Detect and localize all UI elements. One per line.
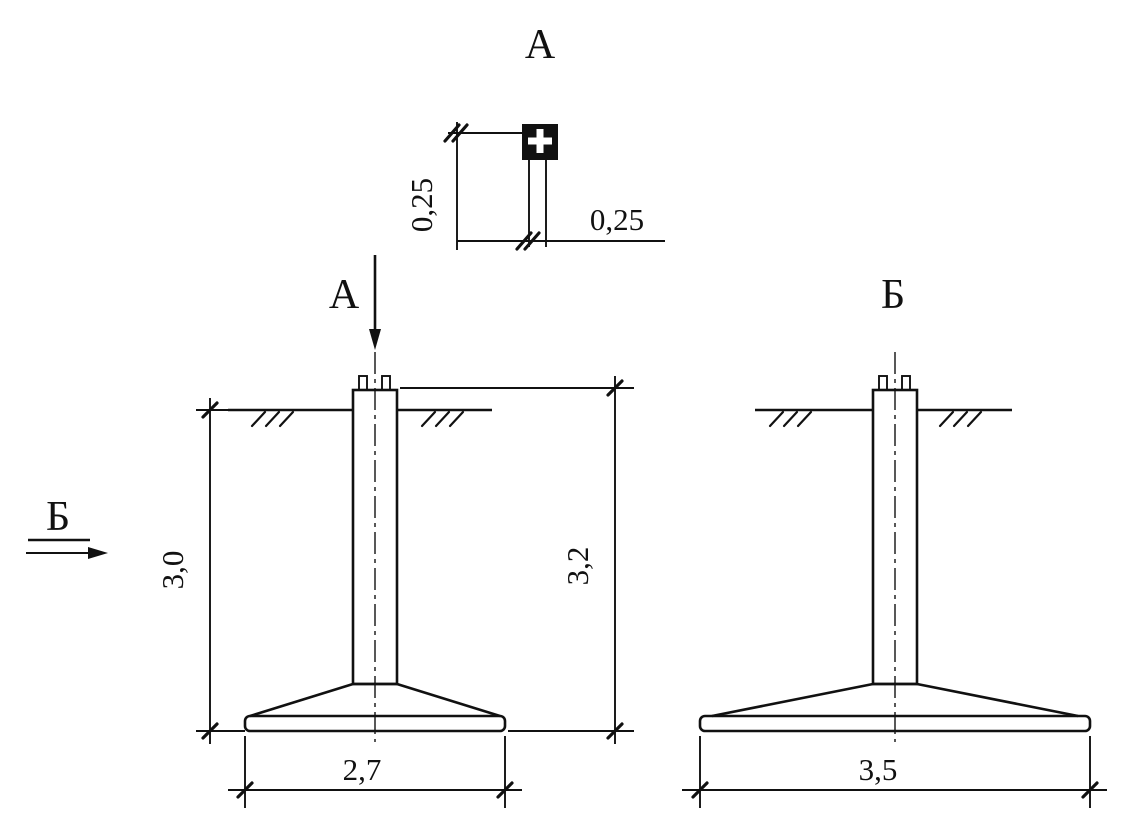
- anchor-bolt: [878, 375, 888, 391]
- plan-dim-height: 0,25: [404, 122, 522, 250]
- dim-total-height-label: 3,2: [560, 547, 595, 586]
- section-marker-a: А: [329, 255, 381, 350]
- anchor-bolt: [381, 375, 391, 391]
- plan-dim-height-label: 0,25: [404, 178, 439, 232]
- plan-dim-width-label: 0,25: [590, 202, 644, 237]
- side-view-title: Б: [881, 272, 905, 318]
- dim-base-width-side-label: 3,5: [859, 752, 898, 787]
- dim-embed-depth: 3,0: [155, 398, 245, 744]
- plan-view: А 0,25 0,25: [404, 22, 665, 251]
- dim-base-width-side: 3,5: [682, 736, 1107, 808]
- footing-flare-right: [916, 682, 1079, 718]
- footing-slab: [243, 714, 507, 733]
- section-b-label: Б: [46, 494, 70, 540]
- anchor-bolt: [358, 375, 368, 391]
- dim-base-width-front: 2,7: [228, 736, 522, 808]
- column-section-square: [522, 124, 558, 160]
- ground-hatch: [250, 410, 465, 428]
- footing-flare-left: [249, 682, 354, 718]
- front-elevation-view: 3,0 3,2 2,7: [155, 352, 634, 808]
- plan-dim-width: 0,25: [457, 160, 665, 251]
- footing-slab: [698, 714, 1092, 733]
- dim-total-height: 3,2: [400, 376, 634, 744]
- footing-flare-right: [396, 682, 501, 718]
- section-b-arrowhead-icon: [88, 547, 108, 559]
- dim-base-width-front-label: 2,7: [343, 752, 382, 787]
- footing-flare-left: [711, 682, 874, 718]
- section-a-arrowhead-icon: [369, 329, 381, 350]
- side-elevation-view: Б 3,5: [682, 272, 1107, 808]
- dim-embed-depth-label: 3,0: [155, 551, 190, 590]
- section-a-label: А: [329, 272, 360, 318]
- section-marker-b: Б: [26, 494, 108, 559]
- plan-view-title: А: [525, 22, 556, 68]
- anchor-bolt: [901, 375, 911, 391]
- ground-hatch: [768, 410, 983, 428]
